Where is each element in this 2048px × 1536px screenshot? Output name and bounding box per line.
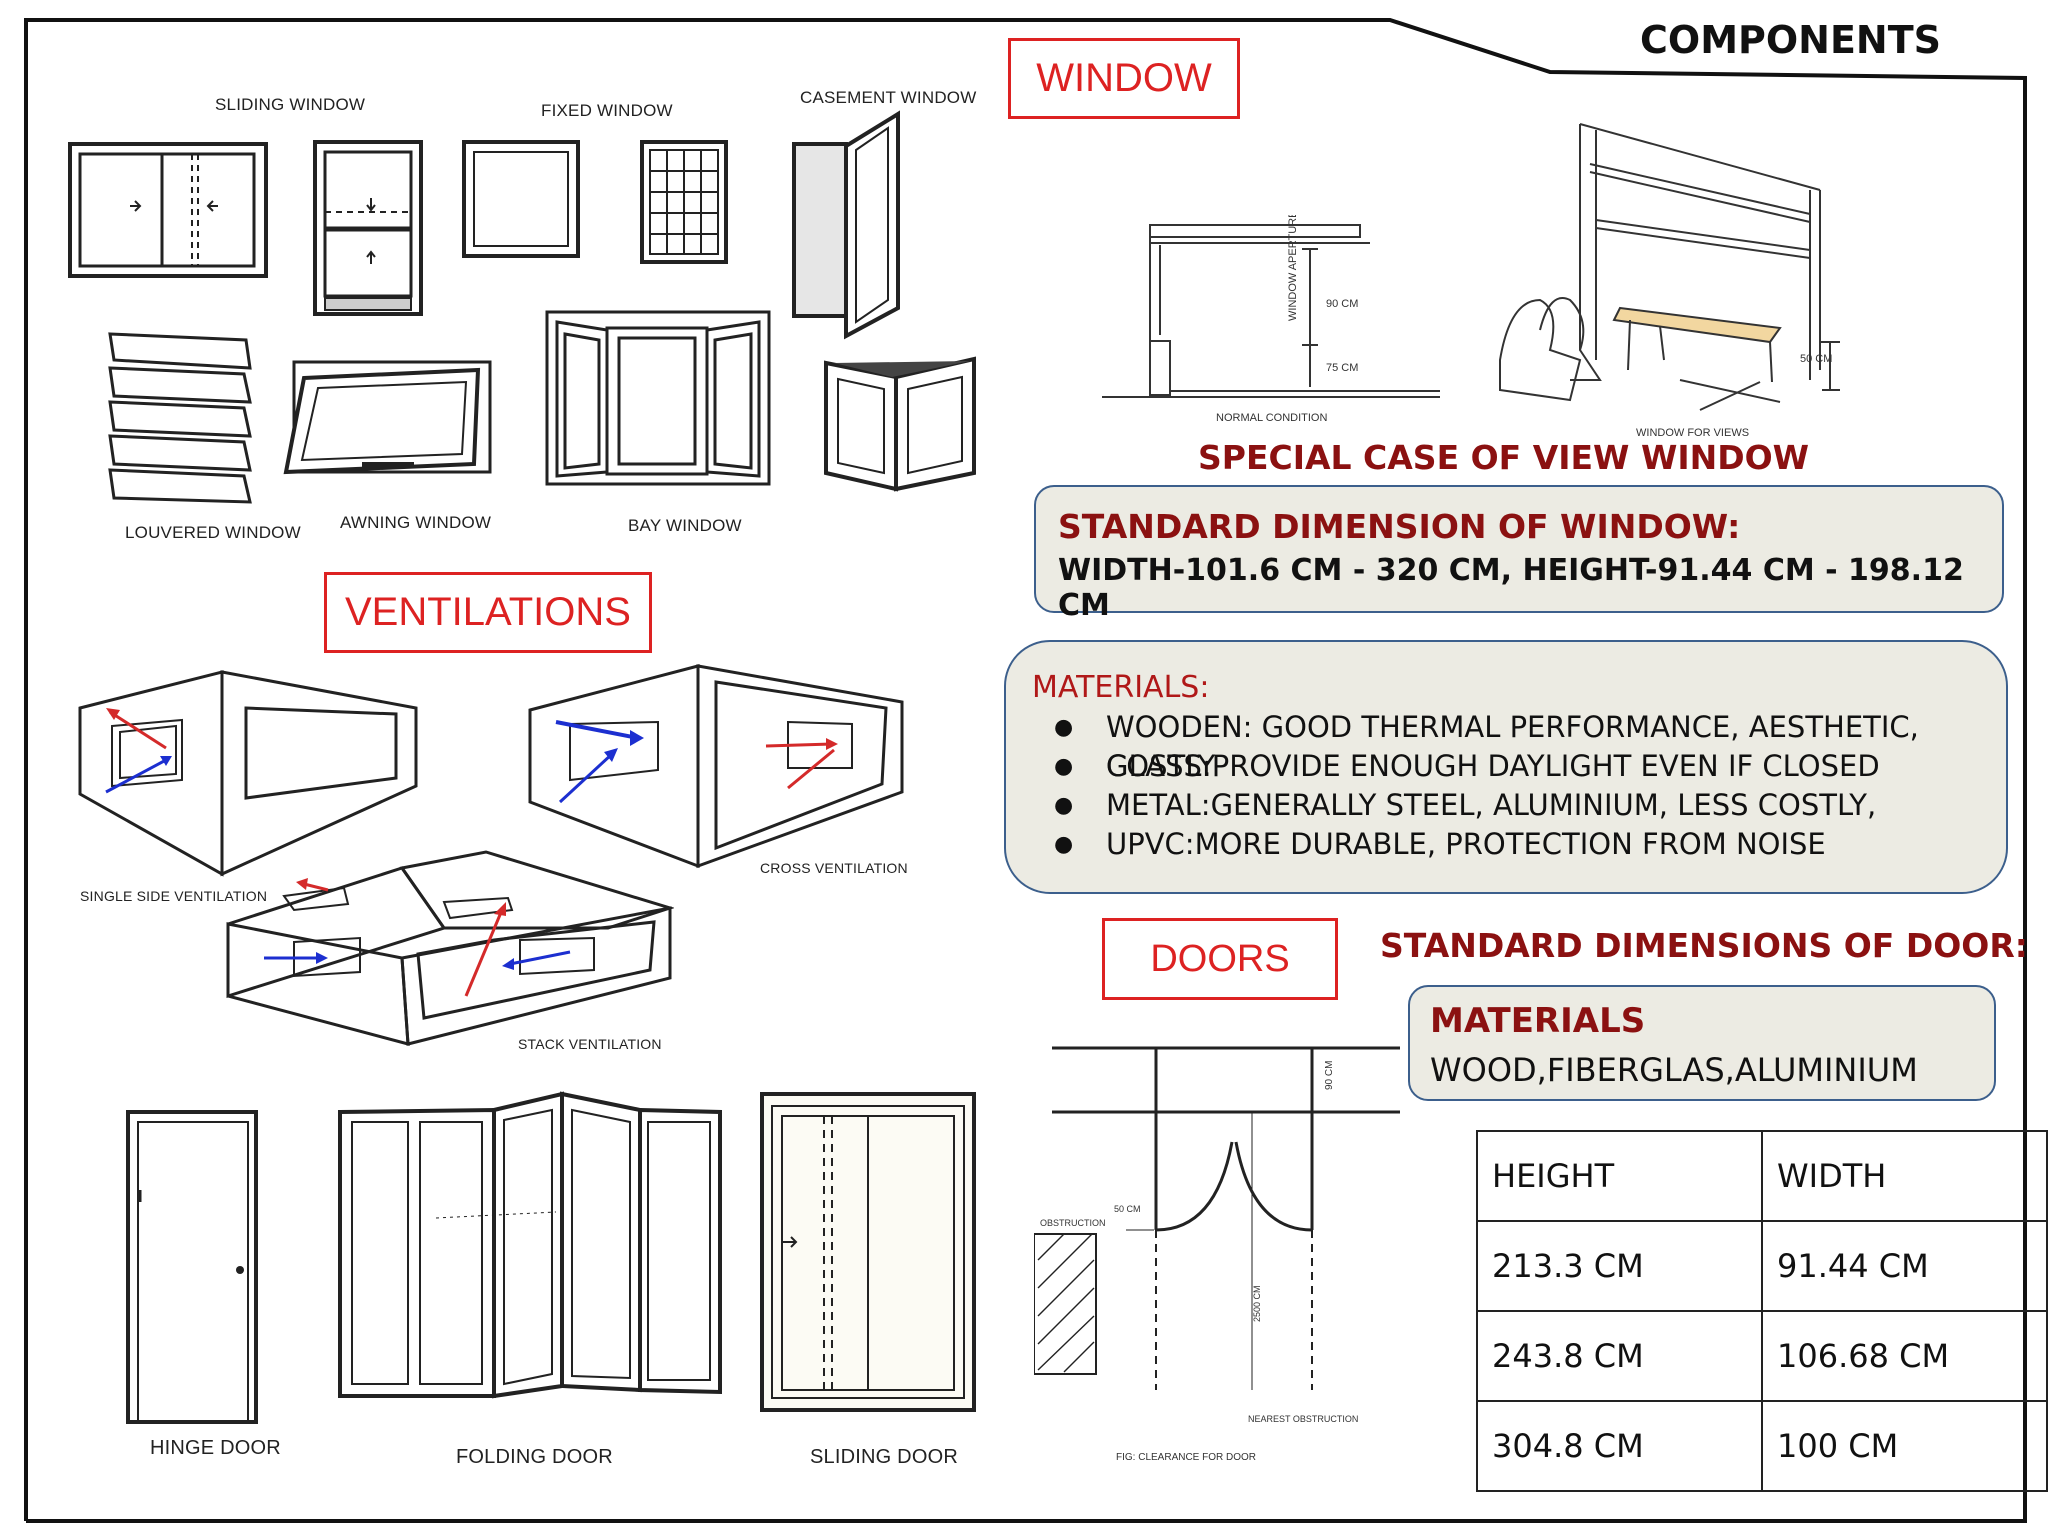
aperture-label: WINDOW APERTURE xyxy=(1287,215,1299,321)
page-title: COMPONENTS xyxy=(1640,18,1942,62)
doors-section-label: DOORS xyxy=(1102,918,1338,1000)
hinge-door-caption: HINGE DOOR xyxy=(150,1437,281,1459)
standard-window-panel: STANDARD DIMENSION OF WINDOW: WIDTH-101.… xyxy=(1034,485,2004,623)
folding-door-caption: FOLDING DOOR xyxy=(456,1446,613,1468)
table-header-width: WIDTH xyxy=(1761,1130,2048,1222)
fixed-window-sketch xyxy=(462,140,580,258)
door-dim-50-label: 50 CM xyxy=(1114,1204,1141,1214)
casement-window-sketch xyxy=(792,110,900,340)
view-window-heading: SPECIAL CASE OF VIEW WINDOW xyxy=(1198,438,1810,477)
table-cell: 304.8 CM xyxy=(1476,1400,1763,1492)
door-standard-heading: STANDARD DIMENSIONS OF DOOR: xyxy=(1380,926,2028,965)
table-row: 213.3 CM 91.44 CM xyxy=(1476,1220,2048,1312)
material-item-metal: METAL:GENERALLY STEEL, ALUMINIUM, LESS C… xyxy=(1006,786,2006,825)
material-item-glass: GLASS:PROVIDE ENOUGH DAYLIGHT EVEN IF CL… xyxy=(1006,747,2006,786)
dim-50-label: 50 CM xyxy=(1800,353,1832,365)
clearance-caption: FIG: CLEARANCE FOR DOOR xyxy=(1116,1452,1256,1463)
table-cell: 91.44 CM xyxy=(1761,1220,2048,1312)
table-row: 304.8 CM 100 CM xyxy=(1476,1400,2048,1492)
window-materials-list: WOODEN: GOOD THERMAL PERFORMANCE, AESTHE… xyxy=(1006,708,2006,864)
door-dimensions-table: HEIGHT WIDTH 213.3 CM 91.44 CM 243.8 CM … xyxy=(1476,1130,2048,1492)
bay-window-caption: BAY WINDOW xyxy=(628,516,742,535)
table-row: 243.8 CM 106.68 CM xyxy=(1476,1310,2048,1402)
window-materials-heading: MATERIALS: xyxy=(1032,670,1210,705)
louvered-window-caption: LOUVERED WINDOW xyxy=(125,523,301,542)
cross-ventilation-sketch xyxy=(528,664,904,869)
material-item-upvc: UPVC:MORE DURABLE, PROTECTION FROM NOISE xyxy=(1006,825,2006,864)
hinge-door-sketch xyxy=(126,1110,258,1424)
dim-90-label: 90 CM xyxy=(1326,298,1358,310)
ventilations-section-label: VENTILATIONS xyxy=(324,572,652,653)
table-header-height: HEIGHT xyxy=(1476,1130,1763,1222)
normal-condition-label: NORMAL CONDITION xyxy=(1216,412,1327,424)
table-cell: 100 CM xyxy=(1761,1400,2048,1492)
stack-ventilation-caption: STACK VENTILATION xyxy=(518,1036,662,1052)
single-side-ventilation-caption: SINGLE SIDE VENTILATION xyxy=(80,888,268,904)
bay-window-sketch xyxy=(545,310,771,486)
cross-ventilation-caption: CROSS VENTILATION xyxy=(760,860,908,876)
sliding-door-caption: SLIDING DOOR xyxy=(810,1446,958,1468)
window-materials-panel: MATERIALS: WOODEN: GOOD THERMAL PERFORMA… xyxy=(1004,640,2008,894)
door-dim-2500-label: 2500 CM xyxy=(1252,1285,1262,1322)
sliding-window-caption: SLIDING WINDOW xyxy=(215,95,366,114)
view-window-sketch: 50 CM WINDOW FOR VIEWS xyxy=(1499,123,1840,439)
window-section-label: WINDOW xyxy=(1008,38,1240,119)
door-clearance-sketch: 90 CM 50 CM OBSTRUCTION 2500 CM NEAREST … xyxy=(1034,1046,1400,1463)
door-materials-heading: MATERIALS xyxy=(1430,1001,1646,1041)
corner-window-sketch xyxy=(824,356,976,492)
fixed-window-caption: FIXED WINDOW xyxy=(541,101,673,120)
table-cell: 213.3 CM xyxy=(1476,1220,1763,1312)
standard-window-value: WIDTH-101.6 CM - 320 CM, HEIGHT-91.44 CM… xyxy=(1058,553,1964,623)
nearest-obstruction-label: NEAREST OBSTRUCTION xyxy=(1248,1414,1358,1424)
door-dim-90-label: 90 CM xyxy=(1324,1061,1335,1090)
dim-75-label: 75 CM xyxy=(1326,362,1358,374)
table-cell: 243.8 CM xyxy=(1476,1310,1763,1402)
awning-window-sketch xyxy=(283,360,492,475)
normal-condition-sketch: WINDOW APERTURE 90 CM 75 CM NORMAL CONDI… xyxy=(1102,215,1440,424)
sliding-window-sketch xyxy=(68,142,268,278)
grid-window-sketch xyxy=(640,140,728,264)
window-for-views-label: WINDOW FOR VIEWS xyxy=(1636,427,1749,439)
table-cell: 106.68 CM xyxy=(1761,1310,2048,1402)
sliding-door-sketch xyxy=(760,1092,976,1412)
single-side-ventilation-sketch xyxy=(78,670,418,877)
material-item-wooden: WOODEN: GOOD THERMAL PERFORMANCE, AESTHE… xyxy=(1006,708,2006,783)
door-materials-value: WOOD,FIBERGLAS,ALUMINIUM xyxy=(1430,1051,1918,1089)
door-materials-panel: MATERIALS WOOD,FIBERGLAS,ALUMINIUM xyxy=(1408,985,1996,1101)
standard-window-heading: STANDARD DIMENSION OF WINDOW: xyxy=(1058,507,1741,546)
folding-door-sketch xyxy=(338,1091,722,1399)
casement-window-caption: CASEMENT WINDOW xyxy=(800,88,977,107)
hung-window-sketch xyxy=(313,140,423,316)
louvered-window-sketch xyxy=(108,332,252,504)
obstruction-label: OBSTRUCTION xyxy=(1040,1218,1106,1228)
table-header-row: HEIGHT WIDTH xyxy=(1476,1130,2048,1222)
stack-ventilation-sketch xyxy=(226,850,674,1046)
awning-window-caption: AWNING WINDOW xyxy=(340,513,492,532)
